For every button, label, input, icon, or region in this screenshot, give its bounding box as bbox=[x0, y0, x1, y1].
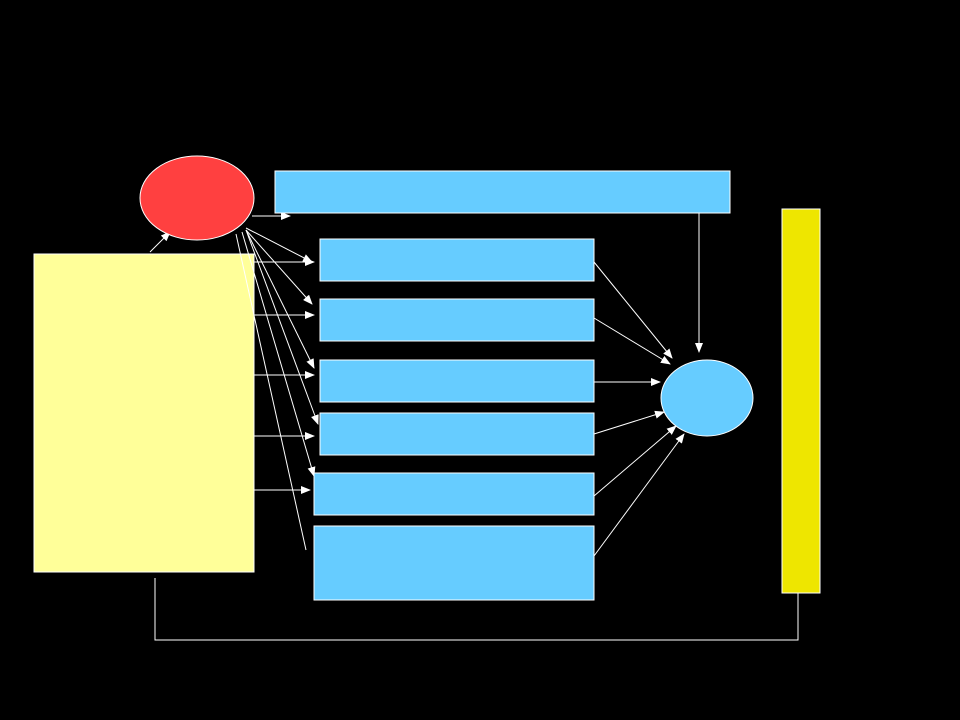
red-to-box-6-line bbox=[235, 233, 307, 551]
top-bar bbox=[274, 170, 731, 214]
red-to-box-3-arrow bbox=[245, 229, 315, 369]
box-1 bbox=[319, 238, 595, 282]
box-6 bbox=[313, 525, 595, 601]
red-ellipse bbox=[139, 155, 255, 241]
yellow-bar bbox=[781, 208, 821, 594]
red-to-box-1-arrow bbox=[245, 227, 313, 263]
box-4-to-ellipse-arrow bbox=[593, 410, 665, 435]
red-to-box-5-arrow bbox=[241, 231, 316, 477]
box-3 bbox=[319, 359, 595, 403]
box-2-to-ellipse-arrow bbox=[593, 317, 671, 365]
box-6-to-ellipse-arrow bbox=[593, 433, 685, 557]
cream-panel bbox=[33, 253, 255, 573]
box-5 bbox=[313, 472, 595, 516]
box-4 bbox=[319, 412, 595, 456]
feedback-loop-line bbox=[154, 578, 799, 641]
red-to-box-2-arrow bbox=[245, 229, 313, 305]
panel-to-red-arrow bbox=[149, 231, 171, 253]
blue-ellipse bbox=[660, 359, 754, 437]
box-5-to-ellipse-arrow bbox=[593, 425, 677, 497]
box-2 bbox=[319, 298, 595, 342]
box-1-to-ellipse-arrow bbox=[593, 261, 673, 359]
